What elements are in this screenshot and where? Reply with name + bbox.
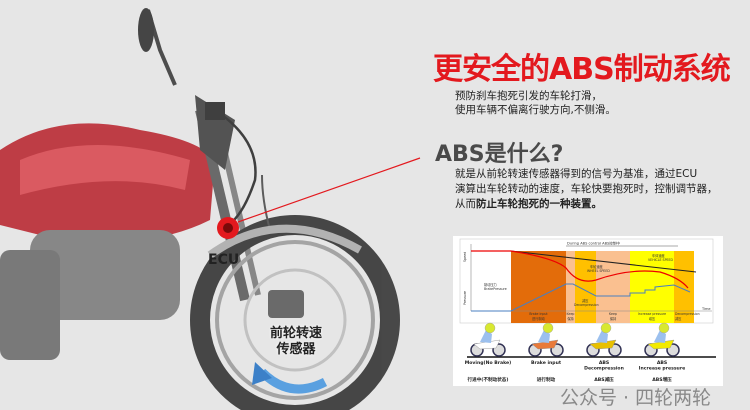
rider-caption-zh: 进行制动 xyxy=(537,376,556,383)
speed-axis-label: Speed xyxy=(463,252,467,262)
rider-figure: Moving(No Brake) 行进中(不制动状态) xyxy=(465,322,512,383)
wheel-speed-sensor xyxy=(268,290,304,318)
phase-label-zh: 增压 xyxy=(649,316,656,321)
engine xyxy=(30,230,180,320)
phase-band xyxy=(575,251,596,323)
rider-caption-en: Moving(No Brake) xyxy=(465,360,512,366)
phase-label-zh: 进行制动 xyxy=(532,316,545,321)
paragraph-plain: 从而 xyxy=(455,198,476,210)
rider-caption-zh: 行进中(不制动状态) xyxy=(467,376,509,383)
phase-label-en: Keep xyxy=(609,312,617,316)
phase-label-zh: 保持 xyxy=(610,316,617,321)
paragraph-line-1: 就是从前轮转速传感器得到的信号为基准，通过ECU xyxy=(455,168,698,180)
pressure-axis-label: Pressure xyxy=(463,291,467,305)
brake-pressure-en: BrakePressure xyxy=(484,287,507,291)
abs-control-diagram: During ABS control ABS控制中 Speed Pressure… xyxy=(453,236,723,386)
phase-label-zh: 保持 xyxy=(567,316,574,321)
motorcycle-illustration xyxy=(0,8,421,410)
phase-band xyxy=(674,251,694,323)
sensor-label-line2: 传感器 xyxy=(276,342,316,357)
brake-pressure-zh: 制动压力 xyxy=(484,282,497,287)
phase-label-en: Brake input xyxy=(529,312,548,316)
watermark: 公众号 · 四轮两轮 xyxy=(560,387,712,409)
callout-line xyxy=(237,157,421,223)
wheel-speed-en: WHEEL SPEED xyxy=(587,269,610,273)
paragraph-line-2: 演算出车轮转动的速度，车轮快要抱死时，控制调节器， xyxy=(455,183,718,195)
decompression-en: Decompression xyxy=(574,303,599,307)
section-heading: ABS是什么? xyxy=(435,142,564,167)
phase-label-zh: 减压 xyxy=(675,316,682,321)
subtitle-line-1: 预防刹车抱死引发的车轮打滑， xyxy=(455,90,602,102)
rider-figure: Brake input 进行制动 xyxy=(528,322,564,383)
paragraph-line-3: 从而防止车轮抱死的一种装置。 xyxy=(455,196,602,211)
brake-pressure-line xyxy=(471,283,691,312)
time-axis-label: Time xyxy=(701,307,711,311)
decompression-zh: 减压 xyxy=(582,298,589,303)
rider-caption-en: Brake input xyxy=(531,360,562,366)
sensor-label-line1: 前轮转速 xyxy=(270,326,323,341)
wheel-speed-line xyxy=(471,250,689,289)
phase-label-en: Keep xyxy=(567,312,575,316)
vehicle-speed-zh: 车体速度 xyxy=(652,253,666,258)
subtitle-line-2: 使用车辆不偏离行驶方向,不侧滑。 xyxy=(455,104,616,116)
mirror xyxy=(138,8,154,52)
paragraph-bold: 防止车轮抱死的一种装置。 xyxy=(476,198,602,210)
ecu-label: ECU xyxy=(208,252,240,268)
wheel-speed-sensor-label: 前轮转速 传感器 xyxy=(270,326,322,358)
phase-band xyxy=(566,251,575,323)
wheel-speed-zh: 车轮速度 xyxy=(590,264,604,269)
rider-caption-zh: ABS减压 xyxy=(594,376,614,383)
rotation-arrow-icon xyxy=(258,368,328,394)
vehicle-speed-en: VEHICLE SPEED xyxy=(648,258,674,262)
rider-caption-zh: ABS增压 xyxy=(652,376,672,383)
phase-label-en: Increase pressure xyxy=(638,312,666,316)
page-title: 更安全的ABS制动系统 xyxy=(433,52,731,87)
phase-label-en: Decompression xyxy=(675,312,700,316)
abs-control-label: During ABS control ABS控制中 xyxy=(567,241,620,246)
